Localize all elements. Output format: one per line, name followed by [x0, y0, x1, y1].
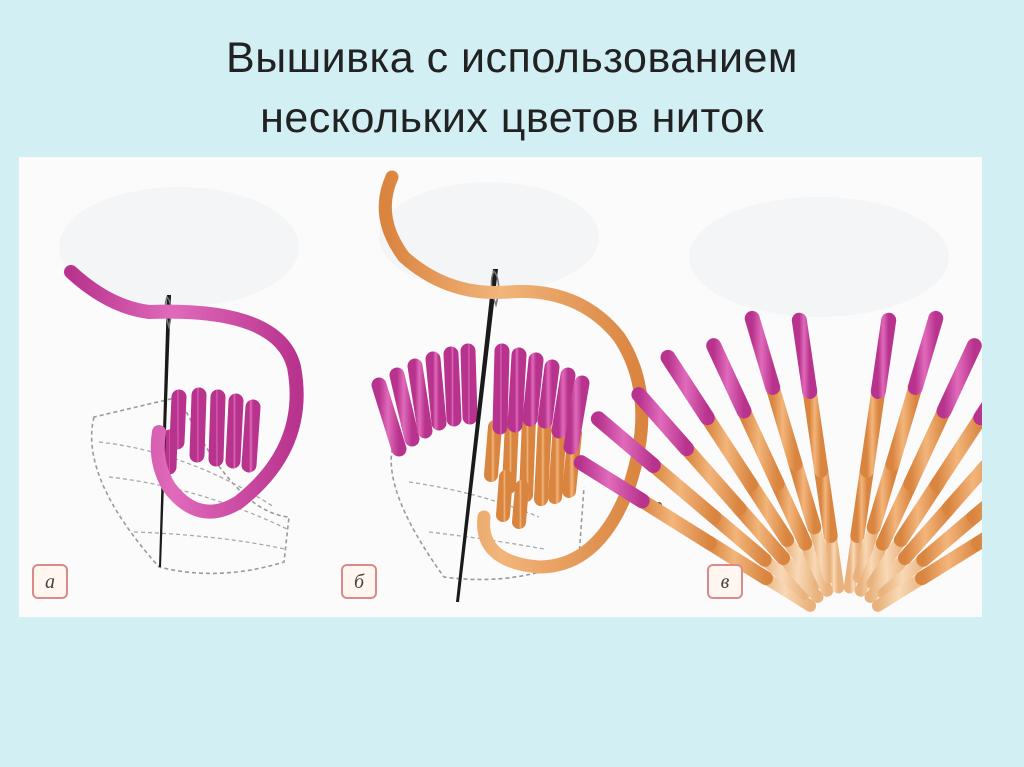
title-line-1: Вышивка с использованием — [226, 34, 798, 82]
stitch-orange — [941, 460, 982, 516]
stitches-a — [161, 387, 261, 475]
stitch-orange — [765, 378, 803, 472]
stitch-magenta — [870, 312, 897, 399]
stitch-magenta — [973, 401, 982, 426]
stitch-orange — [893, 476, 945, 547]
stitch-orange — [736, 402, 785, 491]
panel-label-a-text: а — [45, 571, 55, 593]
stitch-orange — [915, 535, 982, 586]
petal-outline-a — [90, 396, 290, 575]
stitch-orange — [885, 378, 923, 472]
stitch-orange — [678, 440, 747, 516]
stitch-orange — [644, 457, 722, 525]
panel-label-b-text: б — [354, 571, 365, 593]
panel-label-v-text: в — [721, 571, 730, 593]
stitch-orange — [705, 508, 772, 567]
embroidery-illustration: а б в — [32, 170, 982, 612]
stitch-magenta — [573, 455, 650, 509]
panel-label-a: а — [32, 564, 68, 599]
panel-v — [573, 297, 982, 612]
stitch-magenta — [706, 338, 752, 419]
petal-guide-a1 — [108, 476, 288, 530]
stitch-magenta — [590, 411, 661, 473]
stitch-orange — [903, 402, 952, 491]
stitch-orange — [769, 474, 813, 551]
stitch-magenta — [936, 338, 982, 419]
panel-label-v: в — [707, 564, 743, 599]
panel-label-b: б — [341, 564, 377, 599]
petal-guide-a2 — [133, 531, 286, 550]
panel-b — [371, 170, 662, 602]
stitch-orange — [802, 382, 829, 478]
thread-magenta-a — [64, 265, 304, 519]
stitches-b-orange — [484, 412, 582, 529]
title-line-2: нескольких цветов ниток — [260, 94, 764, 142]
stitch-magenta — [631, 387, 694, 457]
stitch-orange — [859, 382, 886, 478]
slide-title: Вышивка с использованием нескольких цвет… — [0, 28, 1024, 148]
stitch-orange — [787, 455, 822, 535]
stitch-orange — [929, 409, 982, 492]
stitch-magenta — [791, 312, 818, 399]
stitch-orange — [701, 535, 773, 586]
panel-a — [64, 265, 304, 575]
stitch-orange — [813, 461, 838, 543]
stitch-orange — [633, 492, 717, 551]
thread-orange-b — [378, 170, 649, 574]
needle-icon — [456, 269, 500, 602]
stitch-magenta — [907, 310, 944, 395]
stitch-orange — [875, 474, 919, 551]
stitch-orange — [850, 461, 875, 543]
stitch-orange — [743, 476, 795, 547]
background-texture — [59, 182, 949, 317]
stitch-orange — [731, 500, 791, 565]
stitch-magenta — [660, 349, 715, 426]
stitch-orange — [916, 508, 982, 567]
embroidery-figure: а б в — [19, 157, 982, 617]
stitch-magenta — [744, 310, 781, 395]
stitch-orange — [897, 500, 957, 565]
stitch-orange — [699, 409, 759, 492]
stitch-orange — [866, 455, 901, 535]
